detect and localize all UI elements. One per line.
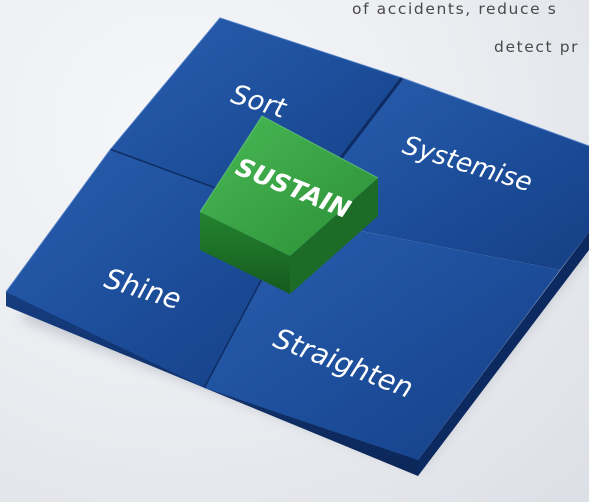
header-text-line1: of accidents, reduce s bbox=[352, 0, 558, 18]
header-text-line2: detect pr bbox=[494, 38, 580, 56]
board-front-right-side bbox=[418, 232, 589, 476]
sustain-block bbox=[199, 115, 379, 294]
